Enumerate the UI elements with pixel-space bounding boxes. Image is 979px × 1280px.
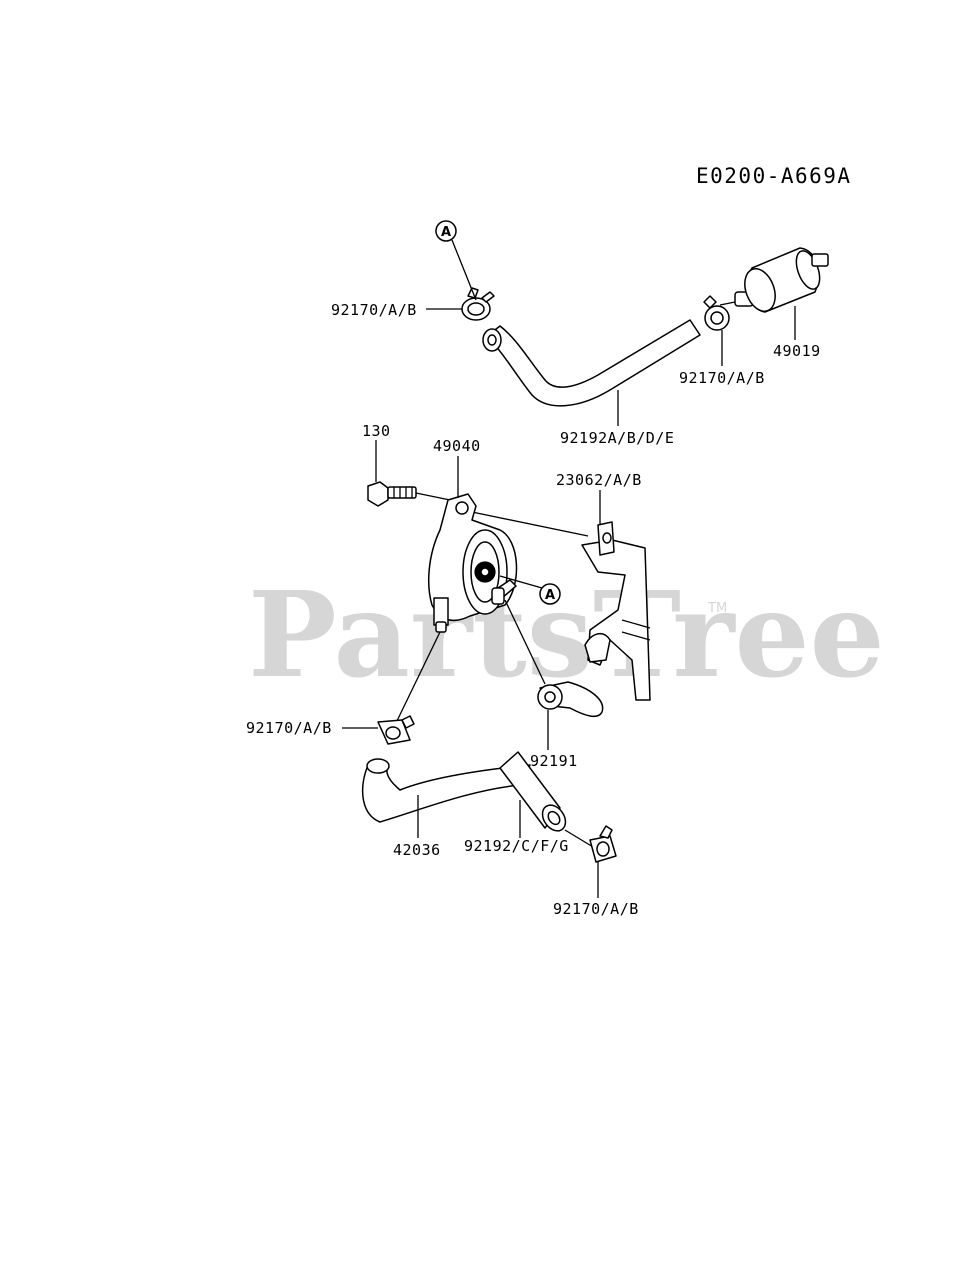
reference-marker-a-middle-text: A: [545, 588, 555, 603]
diagram-code: E0200-A669A: [696, 164, 852, 188]
part-label-hose-lower[interactable]: 92192/C/F/G: [464, 837, 569, 855]
reference-marker-a-top: A: [435, 220, 477, 301]
part-label-bolt[interactable]: 130: [362, 422, 391, 440]
hose-clamp-top-right[interactable]: [703, 295, 730, 331]
hose-clamp-bottom[interactable]: [589, 825, 617, 863]
fuel-pipe[interactable]: [361, 758, 531, 823]
hose-clamp-top-left[interactable]: [461, 287, 495, 321]
watermark: PartsTree: [248, 565, 885, 704]
part-label-fuel-filter[interactable]: 49019: [773, 342, 821, 360]
part-label-clamp-top-right[interactable]: 92170/A/B: [679, 369, 765, 387]
hose-cap[interactable]: [537, 681, 604, 718]
part-label-fuel-pump[interactable]: 49040: [433, 437, 481, 455]
part-label-pipe[interactable]: 42036: [393, 841, 441, 859]
part-label-bracket[interactable]: 23062/A/B: [556, 471, 642, 489]
bolt[interactable]: [367, 481, 451, 507]
reference-marker-a-middle: A: [499, 575, 561, 605]
part-label-hose-upper[interactable]: 92192A/B/D/E: [560, 429, 674, 447]
part-label-clamp-bottom[interactable]: 92170/A/B: [553, 900, 639, 918]
part-label-clamp-top-left[interactable]: 92170/A/B: [331, 301, 417, 319]
mounting-bracket[interactable]: [581, 521, 651, 701]
fuel-pump[interactable]: [427, 493, 518, 633]
hose-clamp-mid-left[interactable]: [377, 715, 415, 745]
fuel-hose-lower[interactable]: [499, 751, 570, 835]
fuel-hose-upper[interactable]: [482, 319, 701, 407]
fuel-filter[interactable]: [719, 247, 829, 316]
part-label-cap[interactable]: 92191: [530, 752, 578, 770]
reference-marker-a-top-text: A: [441, 225, 451, 240]
part-label-clamp-mid-left[interactable]: 92170/A/B: [246, 719, 332, 737]
watermark-trademark: TM: [707, 601, 727, 616]
